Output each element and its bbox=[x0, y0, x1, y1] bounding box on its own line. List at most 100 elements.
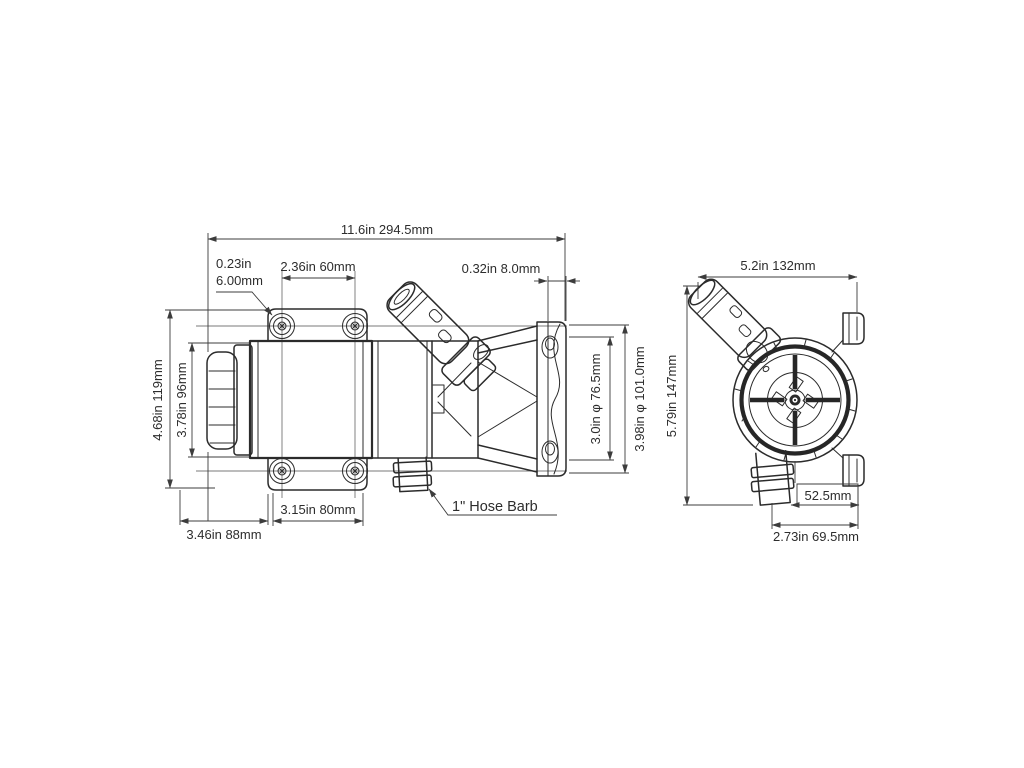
screw-head bbox=[350, 321, 360, 331]
hose-barb-label: 1" Hose Barb bbox=[452, 499, 538, 515]
barb-ring bbox=[392, 474, 433, 488]
screw-cross bbox=[352, 468, 358, 474]
screw-ring bbox=[273, 462, 291, 480]
fitting-hole bbox=[428, 308, 443, 323]
mounting-tab-bottom bbox=[831, 447, 865, 487]
end-cap-ribs bbox=[208, 370, 236, 444]
screw-ring bbox=[273, 317, 291, 335]
pump-head-webs bbox=[432, 362, 472, 437]
side-view bbox=[196, 271, 567, 498]
dim-center-to-mount-label: 52.5mm bbox=[805, 488, 852, 503]
volute-rim bbox=[739, 344, 851, 456]
mounting-screw-bottom-left bbox=[269, 458, 295, 484]
front-view bbox=[687, 278, 865, 506]
dim-hole-offset-label-line1: 0.23in bbox=[216, 256, 251, 271]
face-cross-spokes bbox=[750, 355, 840, 445]
dim-bottom-hole-spacing-label: 3.15in 80mm bbox=[280, 502, 355, 517]
fitting-hole bbox=[438, 329, 452, 344]
ext-lines-motor-height bbox=[188, 342, 249, 458]
flange-boss-top-cap bbox=[545, 337, 555, 351]
flange-arm-webs bbox=[477, 361, 538, 438]
mounting-screw-top-left bbox=[269, 313, 295, 339]
dim-top-hole-spacing-label: 2.36in 60mm bbox=[280, 259, 355, 274]
mid-section-outline bbox=[371, 340, 433, 459]
screw-head bbox=[277, 466, 287, 476]
screw-head bbox=[350, 466, 360, 476]
centerlines bbox=[196, 271, 567, 498]
flange-boss-bottom-cap bbox=[545, 442, 555, 456]
screw-ring bbox=[346, 317, 364, 335]
barb-ring bbox=[750, 477, 795, 493]
dim-port-outer-label: 3.98in φ 101.0mm bbox=[632, 346, 647, 451]
mounting-screw-top-right bbox=[342, 313, 368, 339]
barb-ring bbox=[750, 463, 795, 479]
screw-head bbox=[277, 321, 287, 331]
leader-hole-offset bbox=[216, 291, 273, 316]
mounting-flange bbox=[536, 321, 567, 477]
face-vent-hole bbox=[762, 365, 770, 373]
dim-hole-offset-label-line2: 6.00mm bbox=[216, 273, 263, 288]
tab-detail bbox=[831, 312, 858, 353]
fitting-rings bbox=[697, 287, 728, 319]
pump-mid-section bbox=[371, 340, 433, 459]
motor-body-outline bbox=[248, 339, 374, 460]
inlet-fitting-front bbox=[687, 278, 782, 372]
dim-front-width-label: 5.2in 132mm bbox=[740, 258, 815, 273]
mounting-tab-top bbox=[831, 312, 865, 353]
motor-body-joints bbox=[257, 340, 364, 459]
screw-cross bbox=[279, 468, 285, 474]
tab-outline bbox=[842, 312, 865, 345]
fitting-port-hole bbox=[473, 344, 489, 360]
volute-inner-ring bbox=[748, 353, 842, 447]
dim-motor-length-label: 3.46in 88mm bbox=[186, 527, 261, 542]
fitting-opening bbox=[689, 279, 716, 306]
dim-front-height-label: 5.79in 147mm bbox=[664, 355, 679, 437]
screw-ring bbox=[342, 313, 368, 339]
inlet-hose-barb-fitting bbox=[386, 281, 497, 392]
barb-ring bbox=[392, 460, 433, 474]
ext-lines-front-height bbox=[683, 285, 753, 506]
tab-outline bbox=[842, 454, 865, 487]
dim-flange-thickness-label: 0.32in 8.0mm bbox=[462, 261, 541, 276]
motor-end-cap bbox=[206, 351, 238, 450]
hub-center bbox=[793, 398, 797, 402]
flange-boss-bottom bbox=[541, 440, 559, 464]
fitting-opening bbox=[387, 282, 416, 311]
screw-cross bbox=[279, 323, 285, 329]
mid-section-joints bbox=[377, 340, 428, 459]
dimensions-side-view: 11.6in 294.5mm 0.23in 6.00mm 2.36in 60mm… bbox=[150, 222, 647, 542]
pump-head-outline bbox=[431, 340, 479, 459]
dim-overall-length-label: 11.6in 294.5mm bbox=[341, 222, 433, 237]
screw-ring bbox=[342, 458, 368, 484]
screw-ring bbox=[269, 313, 295, 339]
end-cap-outline bbox=[206, 351, 238, 450]
pump-head bbox=[431, 340, 479, 459]
fitting-elbow-joint bbox=[745, 340, 769, 364]
mounting-screw-bottom-right bbox=[342, 458, 368, 484]
flange-outline bbox=[536, 321, 567, 477]
screw-ring bbox=[346, 462, 364, 480]
ext-lines-flange-thickness bbox=[547, 276, 567, 321]
mounting-bracket-bottom bbox=[267, 457, 368, 491]
ext-lines-bracket-height bbox=[165, 309, 268, 489]
fitting-body bbox=[386, 281, 497, 392]
fitting-opening-bore bbox=[393, 288, 410, 305]
ext-lines-motor-length bbox=[179, 452, 269, 525]
pump-face bbox=[732, 337, 858, 463]
screw-cross bbox=[352, 323, 358, 329]
tab-detail bbox=[831, 447, 858, 487]
flange-arm-edges bbox=[477, 325, 538, 473]
dim-barb-to-mount-label: 2.73in 69.5mm bbox=[773, 529, 859, 544]
dimensions-front-view: 5.2in 132mm 5.79in 147mm 52.5mm 2.73in 6… bbox=[664, 258, 860, 544]
ext-lines-front-width bbox=[697, 282, 858, 312]
motor-body bbox=[248, 339, 374, 460]
outlet-barb-front bbox=[750, 449, 795, 506]
motor-front-collar bbox=[233, 344, 253, 456]
barb-body bbox=[755, 449, 791, 506]
flange-boss-top bbox=[541, 335, 559, 359]
fitting-rings bbox=[396, 291, 428, 323]
screw-ring bbox=[269, 458, 295, 484]
ext-lines-bottom-hole-spacing bbox=[272, 493, 364, 526]
